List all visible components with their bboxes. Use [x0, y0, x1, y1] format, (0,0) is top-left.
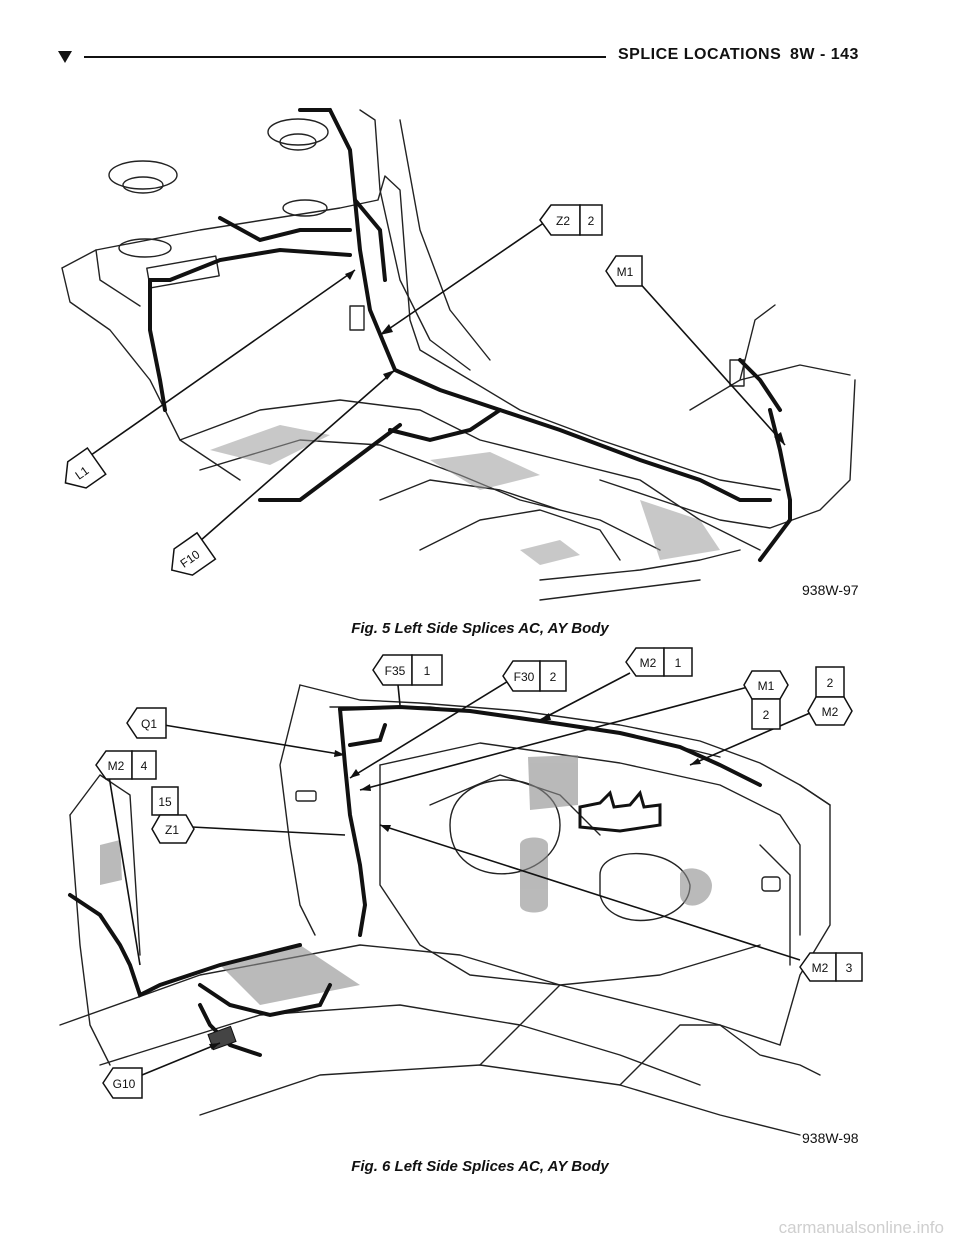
callout-m1-2: M1 2 — [743, 670, 789, 730]
callout-number: 2 — [588, 214, 595, 228]
callout-number: 15 — [158, 795, 172, 809]
leader-f10 — [191, 369, 396, 549]
leader-m1-2 — [359, 686, 749, 791]
callout-box — [539, 660, 567, 692]
leader-f30 — [349, 679, 511, 779]
callout-code: F30 — [514, 670, 535, 684]
callout-code: M2 — [108, 759, 125, 773]
arrowheads — [209, 713, 701, 1050]
callout-diamond — [605, 255, 643, 287]
callout-number: 4 — [141, 759, 148, 773]
callout-box — [663, 647, 693, 677]
leader-m1 — [627, 269, 786, 446]
callout-number: 2 — [827, 676, 834, 690]
callout-code: M2 — [812, 961, 829, 975]
callout-diamond — [170, 531, 217, 576]
figure-5-caption: Fig. 5 Left Side Splices AC, AY Body — [351, 620, 609, 637]
callout-code: G10 — [113, 1077, 136, 1091]
callout-m2-4: M2 4 — [95, 750, 157, 780]
callout-number: 1 — [424, 664, 431, 678]
callout-f35: F35 1 — [372, 654, 443, 686]
callout-code: M1 — [617, 265, 634, 279]
callout-box — [751, 698, 781, 730]
callout-diamond — [807, 696, 853, 726]
callout-code: M1 — [758, 679, 775, 693]
callout-diamond — [102, 1067, 143, 1099]
callout-box — [815, 666, 845, 698]
callout-number: 3 — [846, 961, 853, 975]
callout-code: Z1 — [165, 823, 179, 837]
callout-code: F35 — [385, 664, 406, 678]
leader-lines — [107, 672, 811, 1076]
callout-box — [151, 786, 179, 816]
callout-diamond — [151, 814, 195, 844]
callout-z2: Z2 2 — [539, 204, 603, 236]
rear-shelf-brace — [578, 789, 662, 833]
trunk-interior-illustration — [59, 684, 831, 1136]
callout-q1: Q1 — [126, 707, 167, 739]
watermark-footer: carmanualsonline.info — [778, 1218, 944, 1237]
shaded-panels — [100, 755, 712, 1005]
header-rule — [84, 56, 606, 58]
leader-q1 — [163, 724, 346, 756]
callout-f10: F10 — [170, 531, 217, 576]
leader-m2-1 — [539, 672, 631, 721]
page-title: SPLICE LOCATIONS — [618, 46, 782, 63]
art-code: 938W-98 — [802, 1130, 859, 1146]
wiring-harness — [148, 108, 792, 562]
leader-m2-3 — [379, 824, 801, 961]
figure-5: Z2 2 M1 L1 F10 938W-97 — [0, 80, 960, 620]
figure-5-drawing: Z2 2 M1 L1 F10 — [61, 108, 856, 601]
callout-code: M2 — [640, 656, 657, 670]
callout-number: 2 — [763, 708, 770, 722]
leader-m2-4 — [107, 769, 141, 966]
callout-l1: L1 — [64, 446, 107, 489]
art-code: 938W-97 — [802, 582, 859, 598]
callout-f30: F30 2 — [502, 660, 567, 692]
callout-diamond — [126, 707, 167, 739]
callout-m2-3: M2 3 — [799, 952, 863, 982]
wiring-harness — [68, 704, 762, 1057]
leader-l1 — [83, 269, 356, 461]
leader-g10 — [141, 1042, 221, 1076]
leader-f35 — [397, 684, 401, 706]
callout-m2-2: 2 M2 — [807, 666, 853, 726]
figure-6: F35 1 F30 2 M2 1 M1 2 2 M2 — [0, 645, 960, 1165]
figure-6-drawing: F35 1 F30 2 M2 1 M1 2 2 M2 — [59, 647, 863, 1136]
figure-6-caption: Fig. 6 Left Side Splices AC, AY Body — [351, 1158, 609, 1175]
callout-m2-1: M2 1 — [625, 647, 693, 677]
leader-lines — [83, 219, 786, 549]
callout-box — [579, 204, 603, 236]
callout-box — [411, 654, 443, 686]
carpet-texture — [210, 425, 720, 565]
callout-m1: M1 — [605, 255, 643, 287]
arrowheads — [345, 270, 785, 445]
callout-number: 1 — [675, 656, 682, 670]
callout-code: M2 — [822, 705, 839, 719]
vehicle-body-illustration — [61, 109, 856, 601]
callout-box — [131, 750, 157, 780]
callout-g10: G10 — [102, 1067, 143, 1099]
leader-m2-2 — [689, 712, 811, 766]
callout-box — [835, 952, 863, 982]
callout-code: Z2 — [556, 214, 570, 228]
callout-diamond — [64, 446, 107, 489]
callout-code: Q1 — [141, 717, 157, 731]
leader-z1 — [191, 826, 346, 836]
callout-z1: 15 Z1 — [151, 786, 195, 844]
leader-z2 — [379, 219, 549, 336]
page-number: 8W - 143 — [790, 46, 859, 63]
callout-number: 2 — [550, 670, 557, 684]
section-marker-triangle-icon — [58, 51, 72, 63]
